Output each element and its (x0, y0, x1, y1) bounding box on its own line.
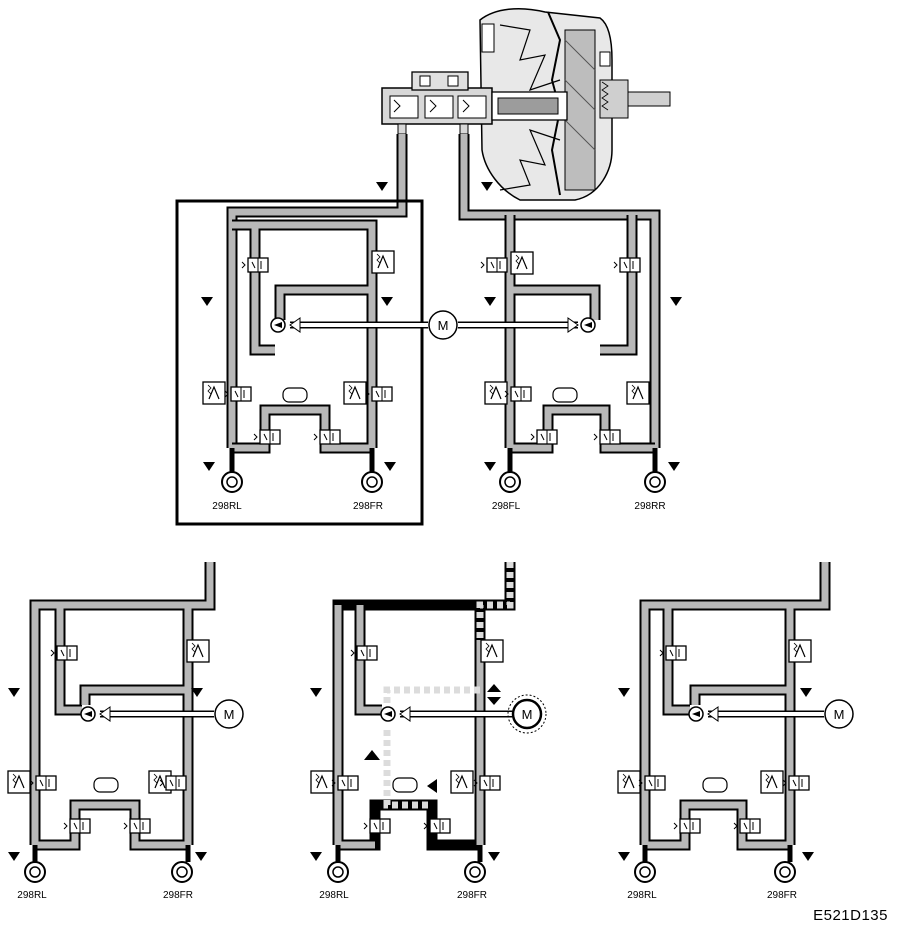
p2-motor-icon: M (507, 694, 547, 734)
p2-outlet-rl (310, 770, 334, 794)
p3-label-rl: 298RL (627, 890, 657, 901)
label-fr: 298FR (353, 501, 383, 512)
outlet-valve-rl (202, 381, 226, 405)
p3-wheel-fr (774, 861, 796, 883)
motor-shaft (289, 317, 579, 333)
p1-valve-fr-return (123, 818, 151, 834)
circuit-left (229, 219, 378, 472)
p1-outlet-rl (7, 770, 31, 794)
highlight-frame (175, 199, 424, 526)
outlet-valve-fr (343, 381, 367, 405)
label-rl: 298RL (212, 501, 242, 512)
accumulator-left (282, 387, 308, 403)
p1-wheel-fr (171, 861, 193, 883)
p2-wheel-fr (464, 861, 486, 883)
inlet-valve-rl (241, 257, 269, 273)
p1-accumulator (93, 777, 119, 793)
p2-label-rl: 298RL (319, 890, 349, 901)
p3-motor-shaft (707, 706, 824, 722)
inlet-valve-rr (613, 257, 641, 273)
wheel-brake-fr (361, 471, 383, 493)
p1-motor-icon: M (214, 699, 244, 729)
p2-motor-shaft (399, 706, 512, 722)
p1-label-rl: 298RL (17, 890, 47, 901)
p1-motor-label: M (224, 707, 235, 722)
p1-motor-shaft (99, 706, 214, 722)
p3-pump (688, 706, 704, 722)
wheel-brake-rl (221, 471, 243, 493)
p1-pump (80, 706, 96, 722)
p3-motor-label: M (834, 707, 845, 722)
panel-2 (332, 562, 516, 862)
p2-pump (380, 706, 396, 722)
p3-label-fr: 298FR (767, 890, 797, 901)
inlet-valve-fr (371, 250, 395, 274)
p3-outlet-rl (617, 770, 641, 794)
outlet-valve-rr (626, 381, 650, 405)
accumulator-right (552, 387, 578, 403)
pump-left (270, 317, 286, 333)
p3-wheel-rl (634, 861, 656, 883)
inlet-valve-fl (510, 251, 534, 275)
p1-valve-rl-return (63, 818, 91, 834)
p2-accumulator (392, 777, 418, 793)
valve-rr-return (593, 429, 621, 445)
p3-accumulator (702, 777, 728, 793)
label-rr: 298RR (634, 501, 665, 512)
valve-rl-return (253, 429, 281, 445)
wheel-brake-rr (644, 471, 666, 493)
valve-fl-upper (480, 257, 508, 273)
p2-flow-arrows (310, 684, 501, 861)
p2-outlet-fr (450, 770, 474, 794)
p3-valve-rl-return (673, 818, 701, 834)
p3-motor-icon: M (824, 699, 854, 729)
figure-id: E521D135 (813, 907, 888, 924)
circuit-right (504, 215, 658, 472)
pump-right (580, 317, 596, 333)
p2-motor-label: M (522, 707, 533, 722)
panel-3 (639, 562, 831, 862)
p1-valve-fr (186, 639, 210, 663)
outlet-valve-fl (484, 381, 508, 405)
p2-wheel-rl (327, 861, 349, 883)
p2-valve-fr (480, 639, 504, 663)
pump-motor-icon: M (428, 310, 458, 340)
valve-fl-return (530, 429, 558, 445)
p1-wheel-rl (24, 861, 46, 883)
brake-booster-master-cylinder-icon (381, 7, 671, 201)
panel-1 (29, 562, 216, 862)
p2-valve-rl-return (363, 818, 391, 834)
master-cylinder-outlet-pipes (226, 134, 661, 448)
valve-fr-return (313, 429, 341, 445)
p3-outlet-fr (760, 770, 784, 794)
motor-label: M (438, 318, 449, 333)
label-fl: 298FL (492, 501, 521, 512)
p3-valve-fr (788, 639, 812, 663)
wheel-brake-fl (499, 471, 521, 493)
p1-label-fr: 298FR (163, 890, 193, 901)
p2-label-fr: 298FR (457, 890, 487, 901)
